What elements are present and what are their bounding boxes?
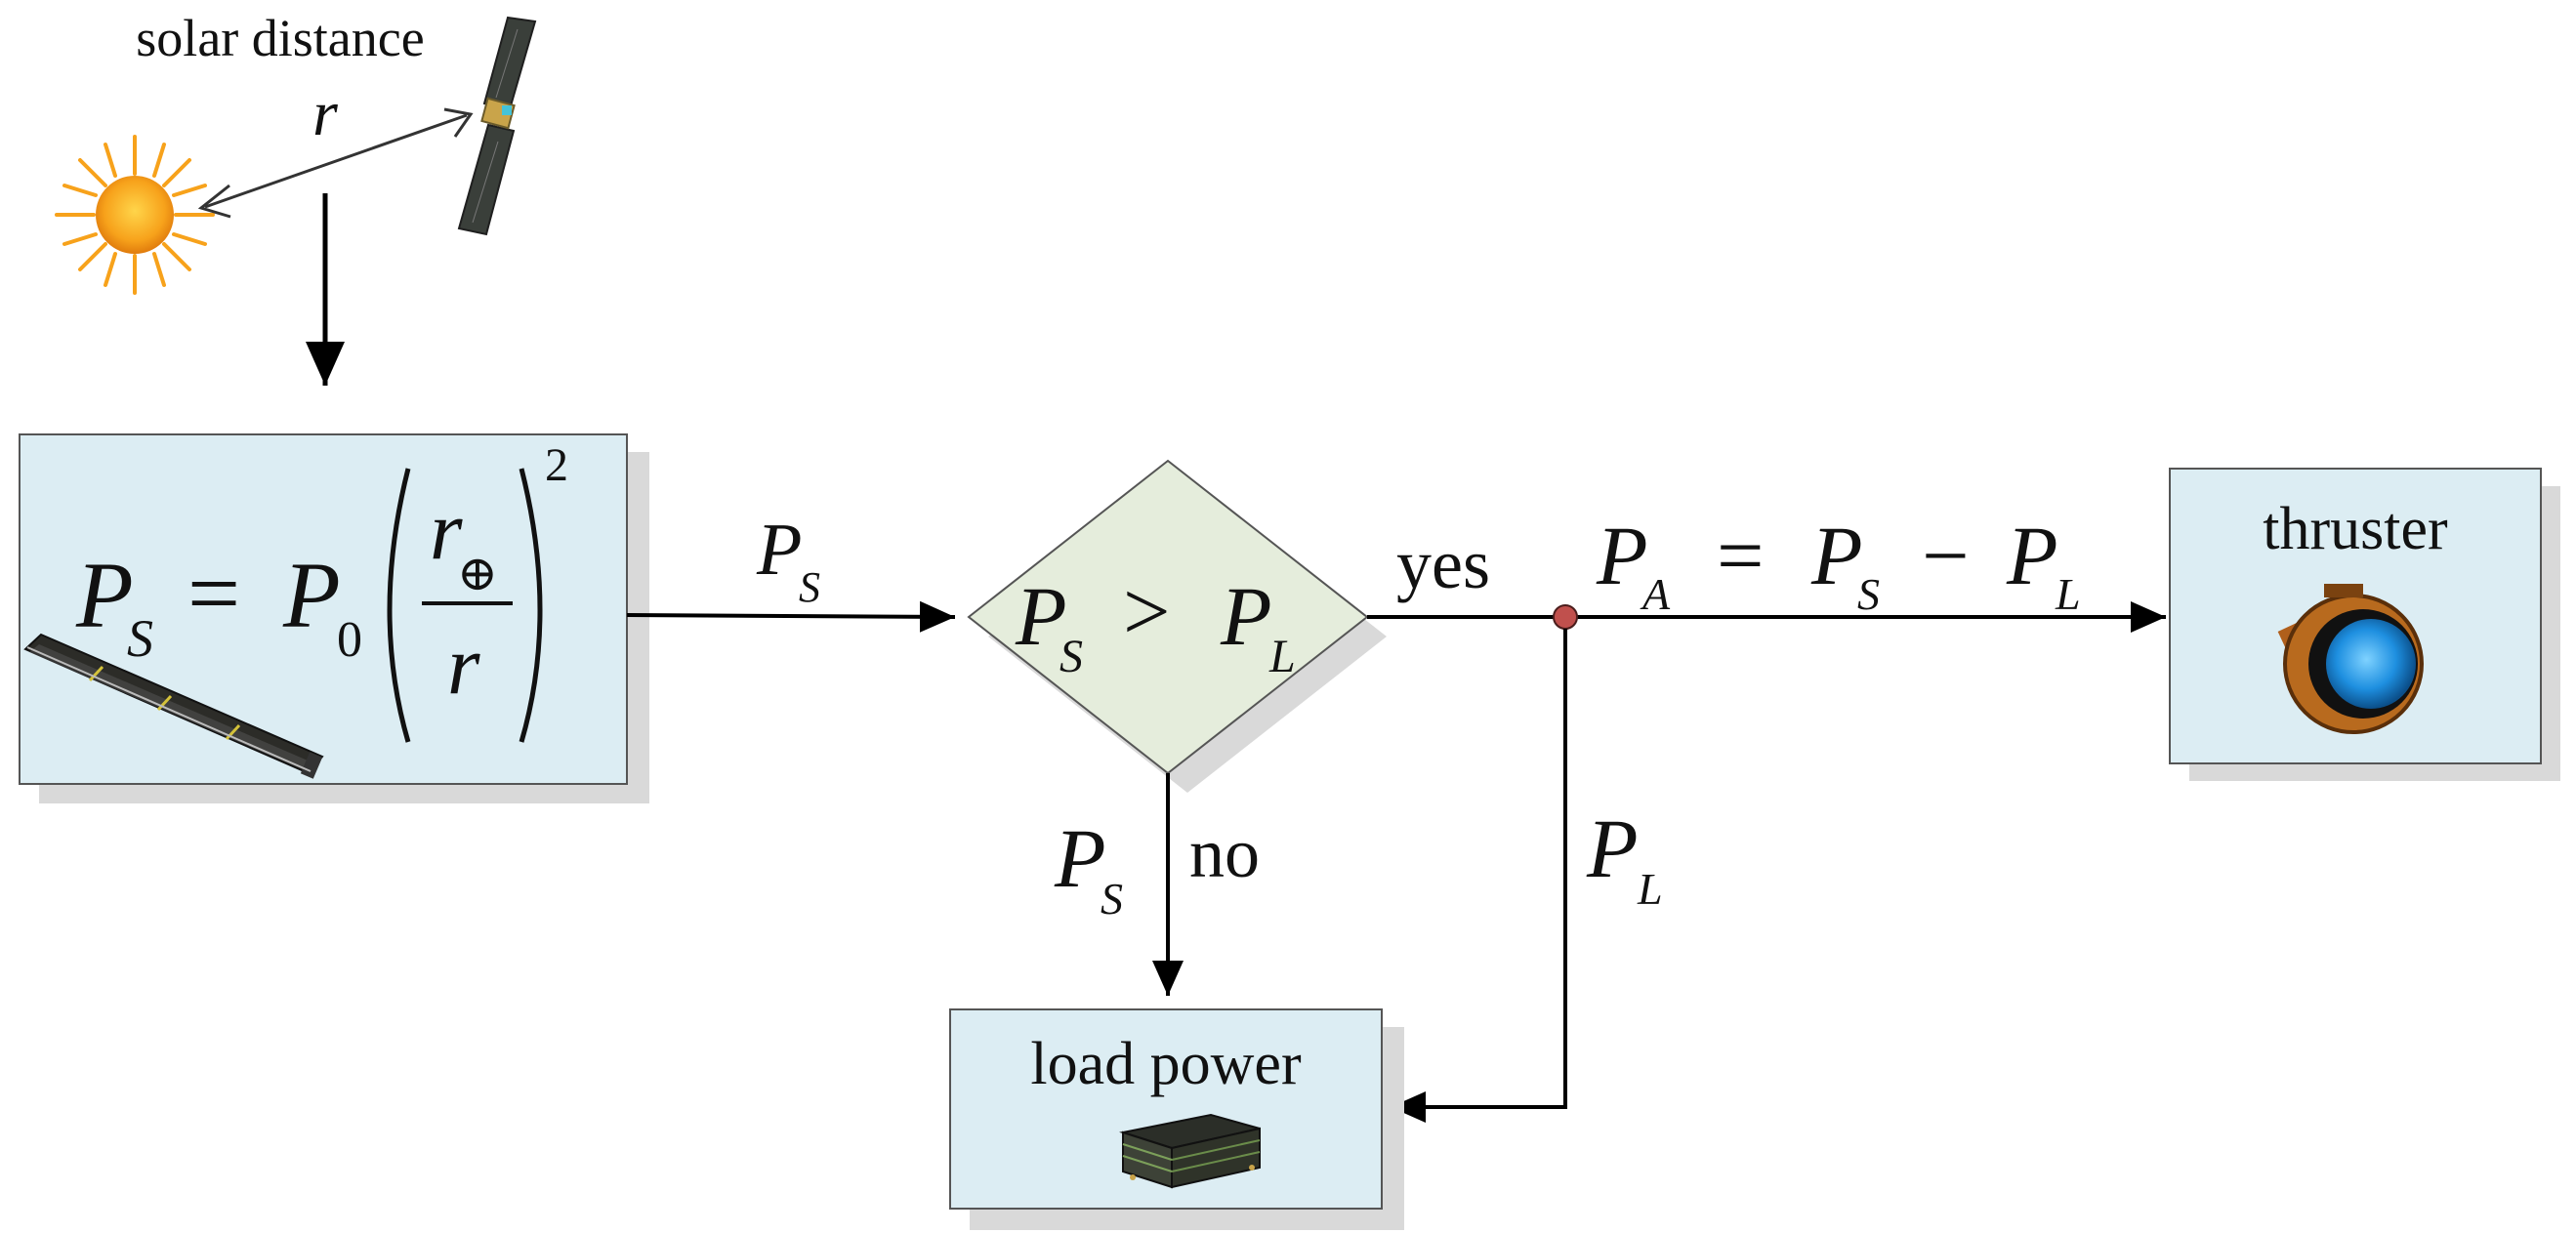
distance-r-label: r [312, 78, 338, 149]
svg-text:P: P [1054, 811, 1106, 905]
solar-panel-icon [23, 633, 324, 779]
svg-text:S: S [1857, 569, 1880, 619]
svg-text:A: A [1640, 569, 1671, 619]
formula-exponent: 2 [545, 439, 568, 491]
svg-text:S: S [799, 563, 820, 611]
arrow-solar-to-decision [626, 600, 956, 633]
arrow-junction-to-load [1391, 629, 1567, 1123]
svg-text:P: P [2006, 509, 2058, 602]
svg-text:L: L [1268, 631, 1296, 682]
svg-text:S: S [1059, 631, 1083, 682]
formula-frac-num-sub: ⊕ [457, 546, 498, 600]
formula-equals: = [187, 541, 240, 645]
down-ps-label: P S [1054, 811, 1123, 924]
formula-frac-num: r [430, 483, 463, 577]
formula-left-paren [387, 468, 411, 743]
electronics-stack-icon [1119, 1113, 1261, 1189]
svg-text:P: P [1015, 569, 1067, 663]
junction-dot [1553, 604, 1578, 630]
satellite-icon [457, 16, 537, 236]
pa-equation: P A = P S − P L [1596, 509, 2081, 619]
svg-text:P: P [1810, 509, 1863, 602]
formula-lhs-p: P [75, 543, 134, 647]
arrow-ps-label: P S [756, 509, 820, 611]
solar-distance-arrow [197, 107, 474, 219]
svg-text:P: P [756, 509, 802, 591]
svg-text:P: P [1596, 509, 1648, 602]
svg-text:>: > [1123, 564, 1171, 658]
svg-text:P: P [1220, 569, 1272, 663]
sun-icon [55, 135, 215, 295]
pl-label: P L [1586, 801, 1663, 914]
yes-label: yes [1396, 525, 1490, 603]
no-label: no [1189, 814, 1260, 892]
svg-text:=: = [1717, 509, 1765, 602]
decision-condition: P S > P L [1015, 564, 1296, 682]
formula-lhs-sub: S [127, 609, 153, 668]
formula-rhs-p: P [282, 543, 341, 647]
svg-text:S: S [1101, 874, 1123, 924]
svg-text:−: − [1922, 509, 1970, 602]
formula-right-paren [519, 468, 543, 743]
thruster-label: thruster [2263, 496, 2448, 562]
thruster-icon [2277, 584, 2424, 734]
solar-distance-label: solar distance [136, 9, 424, 67]
formula-frac-den: r [447, 618, 480, 712]
svg-text:L: L [1637, 864, 1663, 914]
solar-power-formula: P S = P 0 r ⊕ r 2 [75, 439, 568, 743]
load-power-label: load power [1030, 1031, 1302, 1097]
svg-text:P: P [1586, 801, 1639, 895]
svg-text:L: L [2055, 569, 2081, 619]
formula-rhs-sub: 0 [337, 612, 362, 668]
